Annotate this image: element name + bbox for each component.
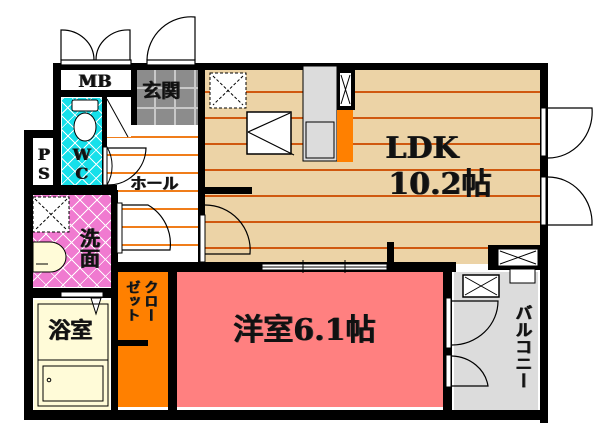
mb-label: MB: [78, 72, 112, 92]
closet-label-col1: クロー: [142, 280, 158, 322]
ldk-label-line2: 10.2帖: [388, 167, 492, 202]
wc-label: WC: [72, 145, 91, 183]
wall: [24, 130, 61, 138]
wall: [198, 63, 205, 268]
wall: [53, 90, 133, 97]
balcony-label: バルコニー: [511, 304, 531, 389]
closet-label-col2: ゼット: [124, 280, 140, 322]
western-room-floor: [177, 272, 443, 407]
genkan-floor: [136, 69, 198, 125]
ldk-label-line1: LDK: [385, 131, 459, 166]
bathroom-floor: [34, 300, 110, 412]
wall: [118, 340, 148, 346]
ldk-floor: [205, 67, 545, 264]
wall: [111, 190, 118, 420]
wall: [24, 410, 548, 420]
ps-box: [33, 137, 53, 185]
wall: [53, 63, 548, 70]
wc-floor: [62, 98, 102, 186]
wall: [24, 185, 117, 195]
wall: [102, 92, 107, 195]
closet-floor: [118, 272, 168, 407]
wall: [24, 130, 33, 420]
wall: [53, 63, 61, 193]
hall-label: ホール: [130, 174, 179, 193]
western-room-label: 洋室6.1帖: [233, 313, 376, 348]
washroom-label: 洗面: [76, 228, 100, 268]
mb-box: [60, 70, 132, 92]
wall: [540, 63, 548, 423]
wall: [168, 268, 177, 413]
wall: [387, 242, 394, 267]
bathroom-label: 浴室: [48, 318, 93, 344]
ps-label: PS: [34, 145, 53, 183]
wall: [131, 63, 137, 125]
wall: [205, 187, 252, 194]
genkan-label: 玄関: [142, 80, 181, 102]
